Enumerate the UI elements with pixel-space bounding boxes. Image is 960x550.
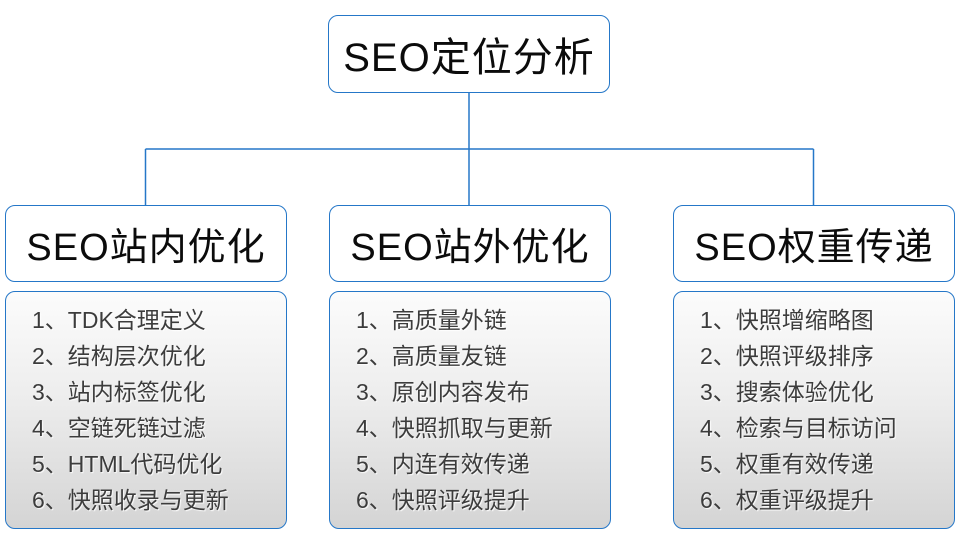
list-item: 6、快照收录与更新 xyxy=(32,487,229,513)
branch-header-weight: SEO权重传递 xyxy=(673,205,955,282)
list-item: 4、空链死链过滤 xyxy=(32,415,206,441)
list-item: 3、站内标签优化 xyxy=(32,379,206,405)
branch-header-label: SEO权重传递 xyxy=(694,227,934,269)
branch-list-onsite: 1、TDK合理定义 2、结构层次优化 3、站内标签优化 4、空链死链过滤 5、H… xyxy=(5,291,287,529)
branch-list-offsite: 1、高质量外链 2、高质量友链 3、原创内容发布 4、快照抓取与更新 5、内连有… xyxy=(329,291,611,529)
list-item: 5、权重有效传递 xyxy=(700,451,874,477)
list-item: 1、高质量外链 xyxy=(356,307,507,333)
list-item: 1、TDK合理定义 xyxy=(32,307,206,333)
list-item: 2、结构层次优化 xyxy=(32,343,206,369)
branch-header-onsite: SEO站内优化 xyxy=(5,205,287,282)
branch-header-label: SEO站外优化 xyxy=(350,227,590,269)
branch-list-weight: 1、快照增缩略图 2、快照评级排序 3、搜索体验优化 4、检索与目标访问 5、权… xyxy=(673,291,955,529)
list-item: 3、搜索体验优化 xyxy=(700,379,874,405)
list-item: 3、原创内容发布 xyxy=(356,379,530,405)
list-item: 5、内连有效传递 xyxy=(356,451,530,477)
list-item: 2、高质量友链 xyxy=(356,343,507,369)
branch-header-label: SEO站内优化 xyxy=(26,227,266,269)
list-item: 5、HTML代码优化 xyxy=(32,451,223,477)
root-node-label: SEO定位分析 xyxy=(343,36,595,80)
list-item: 1、快照增缩略图 xyxy=(700,307,874,333)
branch-header-offsite: SEO站外优化 xyxy=(329,205,611,282)
root-node: SEO定位分析 xyxy=(328,15,610,93)
list-item: 4、检索与目标访问 xyxy=(700,415,897,441)
list-item: 6、快照评级提升 xyxy=(356,487,530,513)
list-item: 4、快照抓取与更新 xyxy=(356,415,553,441)
list-item: 6、权重评级提升 xyxy=(700,487,874,513)
list-item: 2、快照评级排序 xyxy=(700,343,874,369)
